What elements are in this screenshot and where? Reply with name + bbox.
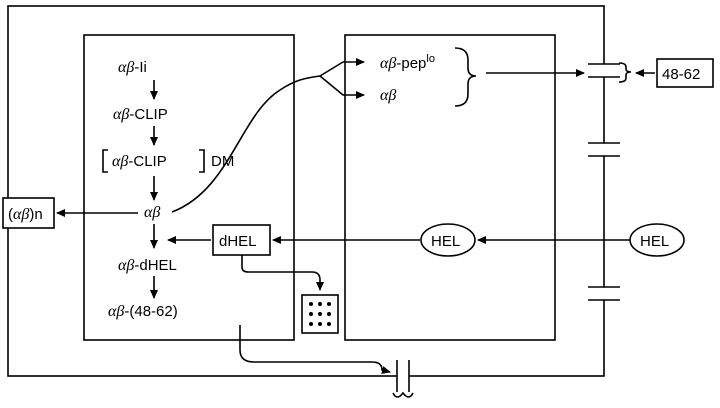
peptide-box bbox=[656, 58, 714, 88]
label-ab-peplo: αβ-peplo bbox=[380, 53, 435, 72]
right-compartment bbox=[344, 34, 556, 341]
curly-brace-right bbox=[454, 47, 477, 107]
cell-outline bbox=[7, 5, 605, 377]
arrow-to-bottom-exit bbox=[239, 325, 391, 374]
label-ab-right: αβ bbox=[380, 87, 396, 104]
svg-text:αβ-CLIP: αβ-CLIP bbox=[112, 153, 167, 170]
peptide-label: 48-62 bbox=[662, 66, 700, 83]
aggregate-box bbox=[2, 197, 55, 229]
curve-ab-to-peptide-loading bbox=[171, 75, 321, 213]
arrow-to-ab-peplo bbox=[319, 58, 365, 77]
curly-brace-surface bbox=[618, 62, 632, 83]
dhel-box bbox=[212, 224, 271, 256]
label-ab-clip: αβ-CLIP bbox=[113, 106, 168, 123]
hel-outer-label: HEL bbox=[640, 233, 669, 250]
label-ab-ii: αβ-Ii bbox=[118, 59, 147, 76]
membrane-channel-bottom bbox=[588, 286, 620, 301]
label-ab-dhel: αβ-dHEL bbox=[118, 257, 177, 274]
label-ab-clip-dm: αβ-CLIP DM bbox=[102, 149, 234, 173]
label-ab-48-62: αβ-(48-62) bbox=[108, 303, 178, 320]
membrane-channel-bottom-exit bbox=[392, 360, 414, 398]
arrow-dhel-to-degradation bbox=[241, 255, 324, 291]
hel-inner-ellipse bbox=[420, 223, 476, 257]
arrow-to-ab-right bbox=[319, 75, 365, 99]
left-compartment bbox=[83, 34, 295, 341]
degraded-fragments-icon bbox=[301, 294, 339, 334]
svg-text:DM: DM bbox=[211, 153, 234, 170]
aggregate-label: (αβ)n bbox=[8, 206, 43, 223]
membrane-channel-top bbox=[588, 63, 620, 78]
hel-inner-label: HEL bbox=[431, 233, 460, 250]
dhel-label: dHEL bbox=[219, 233, 257, 250]
membrane-channel-middle bbox=[588, 142, 620, 157]
label-ab: αβ bbox=[144, 204, 160, 221]
